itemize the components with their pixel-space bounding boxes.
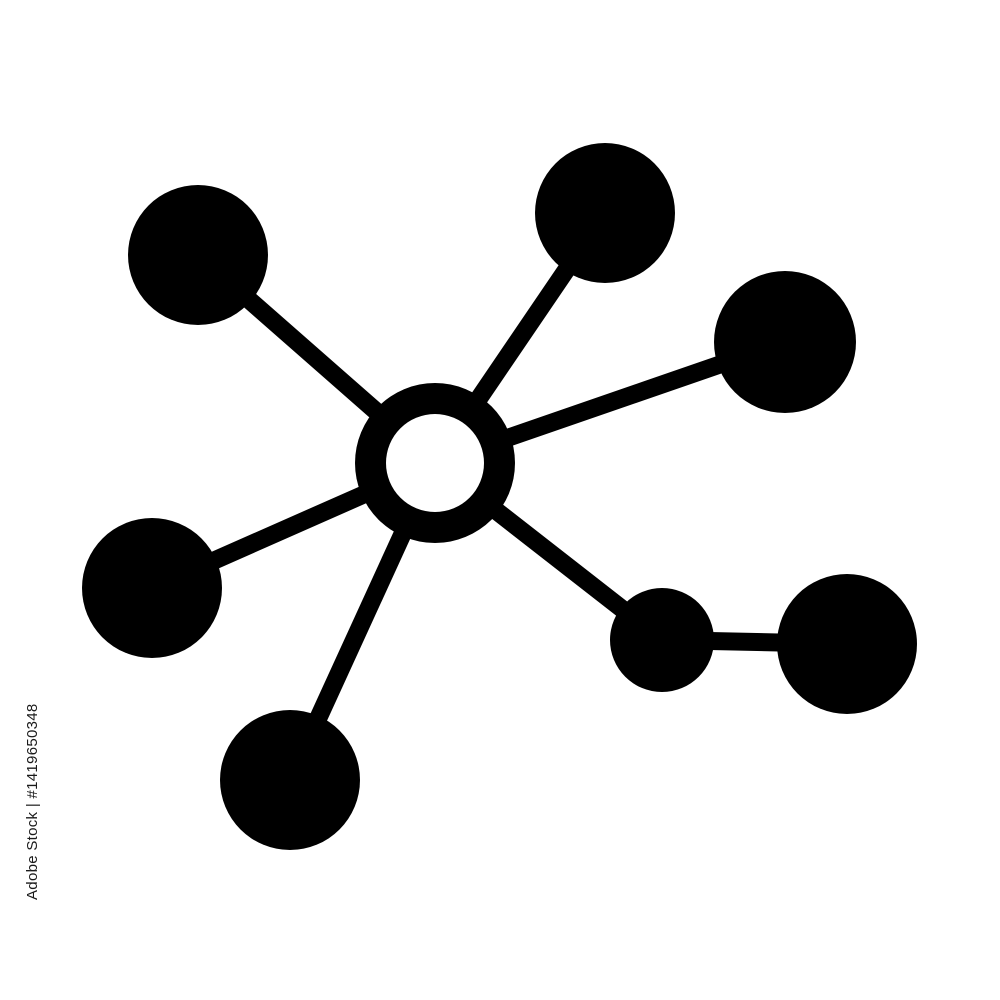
outer-nodes <box>82 143 917 850</box>
node-right-upper <box>714 271 856 413</box>
center-hub <box>355 383 515 543</box>
stock-id-text: Adobe Stock | #1419650348 <box>24 703 41 900</box>
hub-hole <box>386 414 484 512</box>
node-left <box>82 518 222 658</box>
node-small-right <box>610 588 714 692</box>
node-far-right <box>777 574 917 714</box>
node-bottom-left <box>220 710 360 850</box>
node-top <box>535 143 675 283</box>
node-top-left <box>128 185 268 325</box>
